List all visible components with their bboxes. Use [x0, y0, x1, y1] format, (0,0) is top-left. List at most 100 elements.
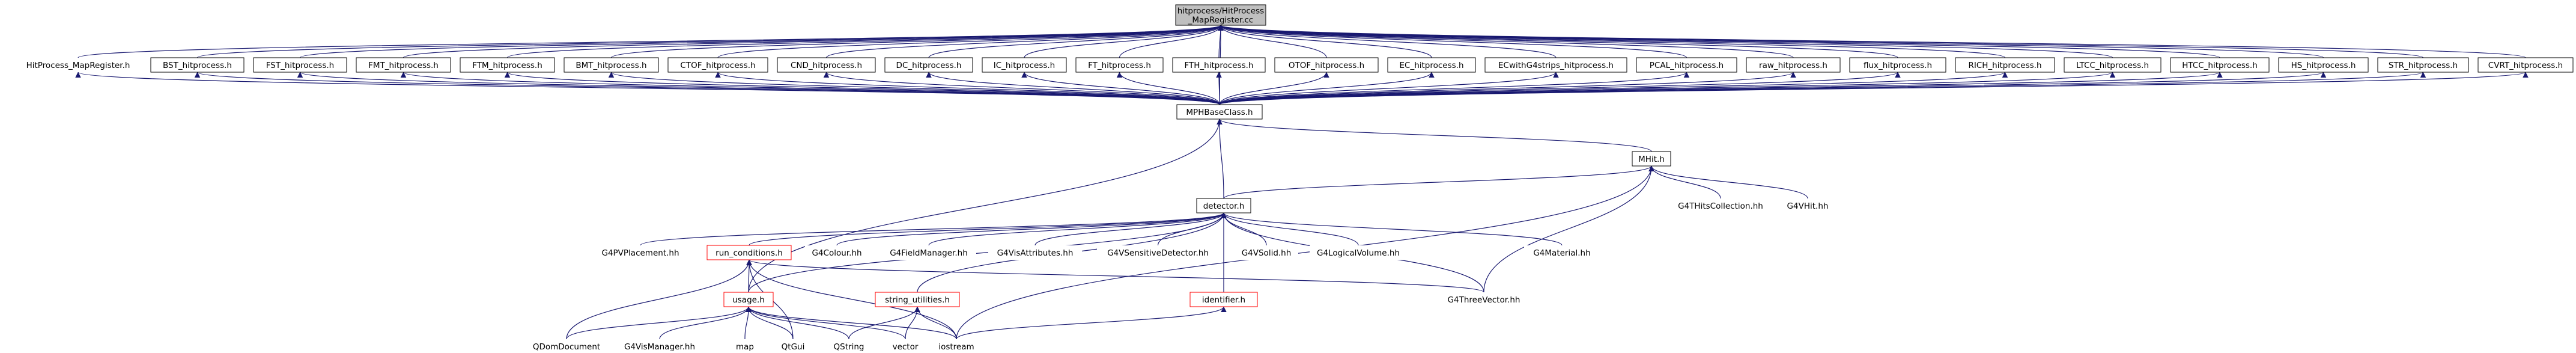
node-usage[interactable]: usage.h	[723, 292, 774, 307]
node-box	[1175, 4, 1266, 26]
node-r1_4[interactable]: FTM_hitprocess.h	[460, 57, 555, 73]
edge-root-r1_23	[1218, 25, 2526, 58]
node-qtgui[interactable]: QtGui	[775, 339, 811, 353]
edge-r1_0-mphb	[75, 72, 1220, 105]
node-label: G4Material.hh	[1533, 248, 1590, 258]
node-r1_8[interactable]: DC_hitprocess.h	[884, 57, 973, 73]
node-r1_6[interactable]: CTOF_hitprocess.h	[667, 57, 768, 73]
node-r1_11[interactable]: FTH_hitprocess.h	[1172, 57, 1266, 73]
node-r1_9[interactable]: IC_hitprocess.h	[982, 57, 1067, 73]
edge-root-r1_1	[196, 25, 1224, 58]
node-g4vsolid[interactable]: G4VSolid.hh	[1235, 245, 1298, 260]
node-vector[interactable]: vector	[886, 339, 925, 353]
node-r1_19[interactable]: LTCC_hitprocess.h	[2064, 57, 2161, 73]
edge-mhit-detector	[1223, 165, 1654, 199]
node-r1_5[interactable]: BMT_hitprocess.h	[564, 57, 659, 73]
node-label: string_utilities.h	[885, 295, 950, 305]
node-box	[1484, 57, 1627, 73]
node-r1_3[interactable]: FMT_hitprocess.h	[356, 57, 451, 73]
node-box	[527, 339, 606, 353]
node-identifier[interactable]: identifier.h	[1189, 292, 1258, 307]
node-label: CTOF_hitprocess.h	[680, 61, 755, 70]
node-box	[356, 57, 451, 73]
edge-runcond-iostream	[746, 259, 957, 340]
edge-root-r1_4	[506, 25, 1224, 58]
node-g4vsens[interactable]: G4VSensitiveDetector.hh	[1097, 245, 1219, 260]
node-box	[1189, 292, 1258, 307]
node-g4colour[interactable]: G4Colour.hh	[805, 245, 869, 260]
node-r1_2[interactable]: FST_hitprocess.h	[253, 57, 347, 73]
node-box	[253, 57, 347, 73]
edge-mphb-detector	[1217, 118, 1224, 199]
node-map[interactable]: map	[730, 339, 760, 353]
node-g4hc[interactable]: G4THitsCollection.hh	[1669, 198, 1772, 213]
node-box	[1632, 151, 1671, 167]
node-box	[1781, 198, 1835, 213]
node-label: MPHBaseClass.h	[1186, 108, 1253, 117]
edge-runcond-qdom	[566, 259, 752, 340]
node-r1_7[interactable]: CND_hitprocess.h	[777, 57, 876, 73]
node-mphb[interactable]: MPHBaseClass.h	[1176, 104, 1263, 120]
node-iostream[interactable]: iostream	[932, 339, 980, 353]
node-box	[932, 339, 980, 353]
edge-detector-g4mat	[1221, 212, 1563, 246]
edge-r1_22-mphb	[1219, 72, 2426, 105]
node-r1_10[interactable]: FT_hitprocess.h	[1075, 57, 1164, 73]
node-detector[interactable]: detector.h	[1196, 198, 1251, 213]
node-label: _MapRegister.cc	[1188, 16, 1254, 25]
node-box	[1196, 198, 1251, 213]
edge-usage-vector	[746, 306, 906, 340]
node-label: IC_hitprocess.h	[994, 61, 1055, 70]
node-r1_14[interactable]: ECwithG4strips_hitprocess.h	[1484, 57, 1627, 73]
edge-detector-g4visattr	[1034, 212, 1227, 246]
node-box	[706, 245, 792, 260]
edge-r1_11-mphb	[1216, 72, 1222, 105]
node-g4vism[interactable]: G4VisManager.hh	[619, 339, 700, 353]
node-g4logvol[interactable]: G4LogicalVolume.hh	[1310, 245, 1407, 260]
node-strutil[interactable]: string_utilities.h	[875, 292, 960, 307]
node-label: HTCC_hitprocess.h	[2182, 61, 2258, 70]
node-r1_22[interactable]: STR_hitprocess.h	[2377, 57, 2469, 73]
edge-usage-iostream	[746, 306, 957, 340]
node-g4field[interactable]: G4FieldManager.hh	[881, 245, 976, 260]
node-box	[982, 57, 1067, 73]
edge-root-r1_6	[717, 25, 1224, 58]
node-r1_18[interactable]: RICH_hitprocess.h	[1955, 57, 2055, 73]
node-r1_1[interactable]: BST_hitprocess.h	[150, 57, 245, 73]
node-r1_17[interactable]: flux_hitprocess.h	[1849, 57, 1946, 73]
node-r1_0[interactable]: HitProcess_MapRegister.h	[14, 58, 142, 72]
node-g4mat[interactable]: G4Material.hh	[1524, 245, 1600, 260]
node-box	[1636, 57, 1737, 73]
node-r1_21[interactable]: HS_hitprocess.h	[2278, 57, 2369, 73]
node-box	[1176, 104, 1263, 120]
node-box	[667, 57, 768, 73]
node-box	[2064, 57, 2161, 73]
node-g4pv[interactable]: G4PVPlacement.hh	[594, 245, 687, 260]
node-g4visattr[interactable]: G4VisAttributes.hh	[988, 245, 1082, 260]
edge-mhit-iostream	[956, 165, 1654, 340]
node-box	[2477, 57, 2574, 73]
node-root[interactable]: hitprocess/HitProcess_MapRegister.cc	[1175, 4, 1266, 26]
node-runcond[interactable]: run_conditions.h	[706, 245, 792, 260]
node-r1_23[interactable]: CVRT_hitprocess.h	[2477, 57, 2574, 73]
node-r1_13[interactable]: EC_hitprocess.h	[1387, 57, 1476, 73]
node-box	[2377, 57, 2469, 73]
edge-root-r1_8	[928, 25, 1224, 58]
edge-root-r1_2	[299, 25, 1224, 58]
node-label: G4LogicalVolume.hh	[1317, 248, 1400, 258]
node-label: G4VSolid.hh	[1242, 248, 1292, 258]
node-box	[884, 57, 973, 73]
node-qstring[interactable]: QString	[826, 339, 872, 353]
node-g4three[interactable]: G4ThreeVector.hh	[1439, 292, 1529, 307]
edge-mhit-g4vhit	[1648, 165, 1808, 199]
edge-mphb-mhit	[1217, 118, 1652, 152]
node-box	[988, 245, 1082, 260]
node-qdom[interactable]: QDomDocument	[527, 339, 606, 353]
node-g4vhit[interactable]: G4VHit.hh	[1781, 198, 1835, 213]
node-label: STR_hitprocess.h	[2389, 61, 2458, 70]
node-r1_12[interactable]: OTOF_hitprocess.h	[1274, 57, 1379, 73]
node-r1_15[interactable]: PCAL_hitprocess.h	[1636, 57, 1737, 73]
node-r1_20[interactable]: HTCC_hitprocess.h	[2170, 57, 2270, 73]
node-r1_16[interactable]: raw_hitprocess.h	[1746, 57, 1841, 73]
node-mhit[interactable]: MHit.h	[1632, 151, 1671, 167]
